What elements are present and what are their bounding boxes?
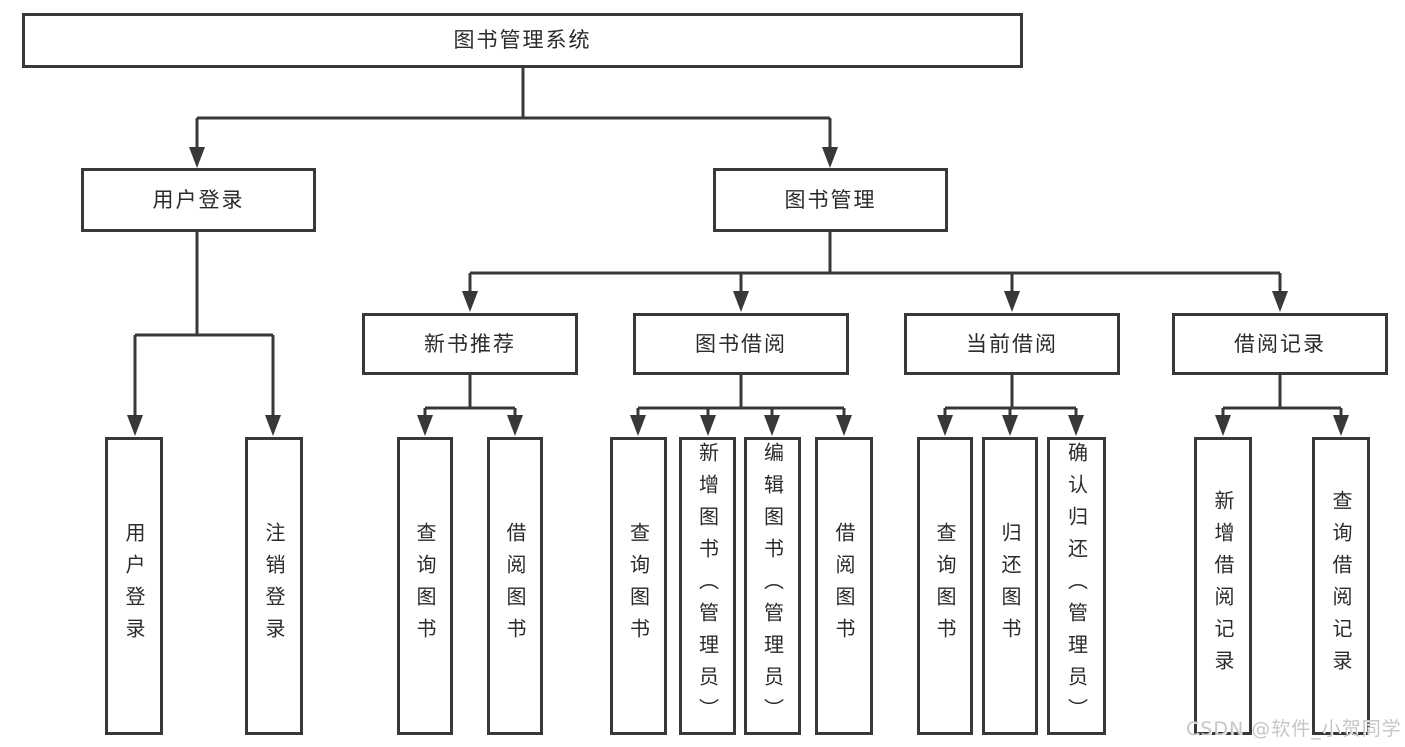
leaf-borrow-books-recommend: 借阅图书 [487, 437, 543, 735]
node-label: 图书管理系统 [453, 28, 592, 52]
node-label: 注销登录 [262, 522, 286, 650]
node-label: 用户登录 [122, 522, 146, 650]
leaf-query-books-current: 查询图书 [917, 437, 973, 735]
node-label: 借阅图书 [503, 522, 527, 650]
leaf-borrow-books: 借阅图书 [815, 437, 873, 735]
node-book-borrowing: 图书借阅 [633, 313, 849, 375]
node-label: 新增借阅记录 [1211, 490, 1235, 682]
node-label: 归还图书 [998, 522, 1022, 650]
leaf-return-books: 归还图书 [982, 437, 1038, 735]
node-label: 图书借阅 [695, 331, 787, 356]
arrowheads [127, 147, 1349, 436]
node-label: 编辑图书（管理员） [760, 442, 785, 730]
node-label: 新增图书（管理员） [695, 442, 720, 730]
leaf-user-login: 用户登录 [105, 437, 163, 735]
leaf-logout-login: 注销登录 [245, 437, 303, 735]
node-user-login: 用户登录 [81, 168, 316, 232]
node-label: 查询借阅记录 [1329, 490, 1353, 682]
leaf-add-books-admin: 新增图书（管理员） [679, 437, 736, 735]
leaf-query-borrow-record: 查询借阅记录 [1312, 437, 1370, 735]
node-library-management-system: 图书管理系统 [22, 13, 1023, 68]
node-current-borrowing: 当前借阅 [904, 313, 1120, 375]
leaf-query-books-borrowing: 查询图书 [610, 437, 667, 735]
csdn-watermark: CSDN @软件_小贺同学 [1186, 718, 1402, 740]
leaf-query-books-recommend: 查询图书 [397, 437, 453, 735]
node-label: 查询图书 [626, 522, 651, 650]
node-borrow-records: 借阅记录 [1172, 313, 1388, 375]
leaf-edit-books-admin: 编辑图书（管理员） [744, 437, 801, 735]
node-label: 用户登录 [152, 187, 245, 212]
node-new-book-recommend: 新书推荐 [362, 313, 578, 375]
node-label: 查询图书 [413, 522, 437, 650]
leaf-add-borrow-record: 新增借阅记录 [1194, 437, 1252, 735]
node-label: 确认归还（管理员） [1064, 442, 1089, 730]
node-label: 当前借阅 [966, 331, 1058, 356]
node-label: 图书管理 [784, 187, 877, 212]
node-label: 借阅记录 [1234, 331, 1326, 356]
node-label: 借阅图书 [832, 522, 856, 650]
leaf-confirm-return-admin: 确认归还（管理员） [1047, 437, 1106, 735]
node-label: 新书推荐 [424, 331, 516, 356]
node-label: 查询图书 [933, 522, 957, 650]
node-book-management: 图书管理 [713, 168, 948, 232]
tree-edges [133, 68, 1343, 417]
